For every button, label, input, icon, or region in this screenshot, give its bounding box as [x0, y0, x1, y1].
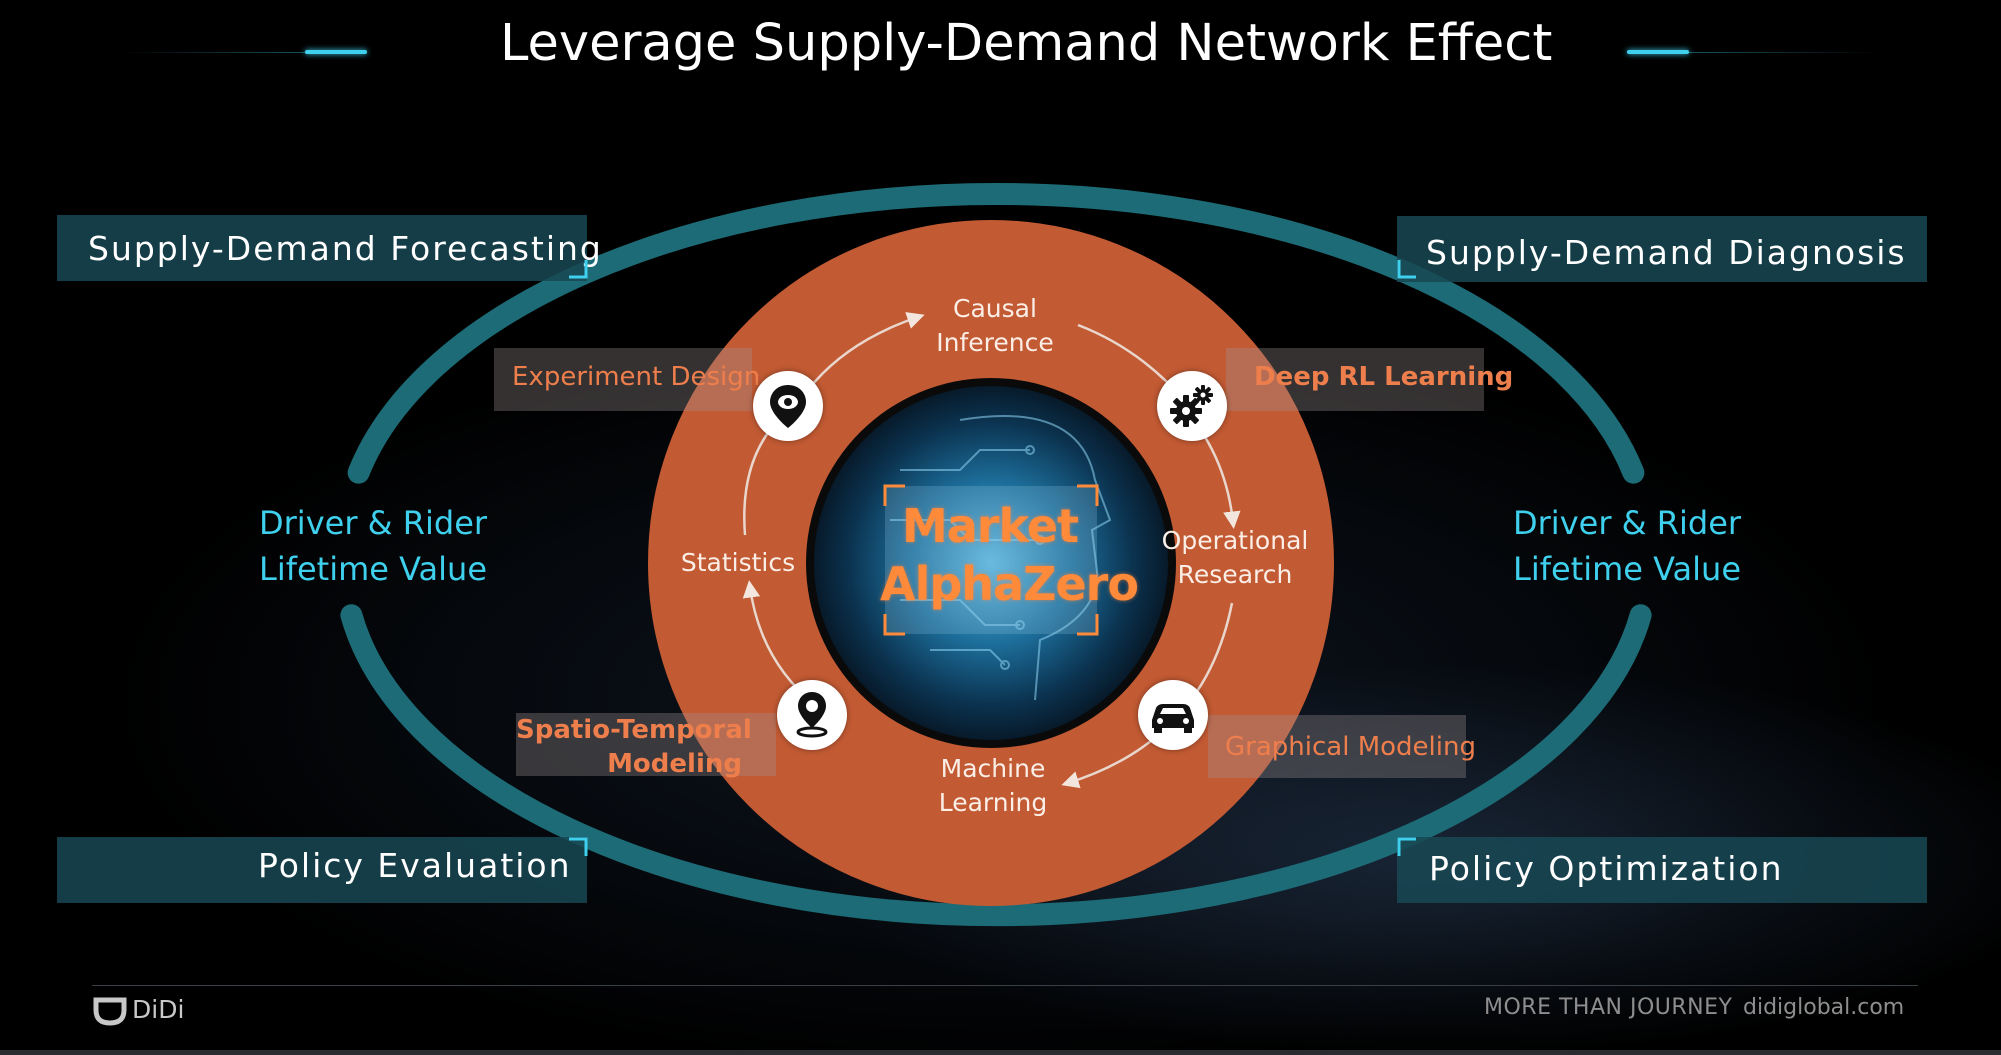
arrow-statistics-up: [743, 429, 772, 536]
ltv-line: Lifetime Value: [259, 550, 488, 588]
corner-label: Policy Optimization: [1429, 849, 1784, 888]
corner-bracket-icon: [569, 837, 588, 856]
core-label-line: AlphaZero: [880, 557, 1139, 611]
slide-title: Leverage Supply-Demand Network Effect: [500, 14, 1553, 73]
corner-policy-optimization: Policy Optimization: [1397, 837, 1927, 903]
spatio-temporal-badge: [777, 680, 847, 750]
graphical-modeling-badge: [1138, 680, 1208, 750]
title-deco-line-left: [120, 52, 360, 53]
corner-label: Supply-Demand Diagnosis: [1426, 233, 1907, 272]
tag-label: Experiment Design: [512, 362, 761, 392]
node-line: Learning: [938, 788, 1048, 817]
node-machine-learning: Machine Learning: [913, 752, 1073, 820]
core-circle: [814, 386, 1168, 740]
tag-label: Graphical Modeling: [1225, 732, 1476, 762]
corner-label: Supply-Demand Forecasting: [88, 229, 603, 268]
footer-divider: [92, 985, 1918, 986]
node-line: Operational: [1161, 526, 1309, 555]
ltv-line: Lifetime Value: [1513, 550, 1742, 588]
circuit-head-graphic: [890, 415, 1112, 701]
ltv-line: Driver & Rider: [1513, 504, 1742, 542]
arrow-causal-right: [1077, 323, 1171, 386]
tag-label: Modeling: [607, 749, 742, 779]
tag-graphical-modeling: Graphical Modeling: [1208, 715, 1476, 778]
outer-ellipse: [340, 182, 1652, 927]
map-pin-eye-icon: [770, 385, 806, 428]
car-icon: [1152, 704, 1194, 733]
logo-text: DiDi: [132, 995, 185, 1024]
node-operational-research: Operational Research: [1155, 524, 1315, 592]
corner-supply-demand-forecasting: Supply-Demand Forecasting: [57, 215, 601, 281]
core-label-panel: [885, 486, 1097, 634]
footer-slogan: MORE THAN JOURNEY: [1484, 995, 1733, 1020]
corner-bracket-icon: [1397, 837, 1416, 856]
corner-label: Policy Evaluation: [258, 846, 572, 885]
tag-spatio-temporal-modeling: Spatio-Temporal Modeling: [516, 713, 776, 779]
bottom-strip: [0, 1050, 2001, 1055]
deep-rl-badge: [1157, 371, 1227, 441]
footer-site: didiglobal.com: [1743, 995, 1905, 1020]
outer-ellipse-top-arc: [347, 182, 1645, 484]
lifetime-value-left: Driver & Rider Lifetime Value: [259, 500, 487, 592]
title-deco-bar-left: [305, 50, 367, 54]
node-line: Machine: [940, 754, 1046, 783]
node-line: Research: [1177, 560, 1293, 589]
outer-ellipse-bottom-arc: [340, 604, 1652, 927]
corner-supply-demand-diagnosis: Supply-Demand Diagnosis: [1397, 216, 1927, 282]
corner-bracket-icon: [569, 260, 588, 279]
node-line: Statistics: [680, 548, 796, 577]
core-label: Market AlphaZero: [880, 497, 1139, 613]
core-label-brackets: [883, 484, 1099, 636]
location-pin-icon: [796, 692, 828, 738]
method-ring: [648, 220, 1334, 906]
gears-icon: [1170, 385, 1213, 427]
didi-logo-icon: [93, 997, 127, 1026]
node-line: Causal: [953, 294, 1037, 323]
lifetime-value-right: Driver & Rider Lifetime Value: [1513, 500, 1741, 592]
corner-bracket-icon: [1397, 260, 1416, 279]
tag-experiment-design: Experiment Design: [494, 348, 760, 411]
core-label-line: Market: [901, 499, 1079, 553]
node-line: Inference: [936, 328, 1054, 357]
tag-label: Deep RL Learning: [1254, 362, 1514, 392]
node-statistics: Statistics: [668, 546, 808, 580]
tag-deep-rl-learning: Deep RL Learning: [1226, 348, 1513, 411]
ltv-line: Driver & Rider: [259, 504, 488, 542]
experiment-design-badge: [753, 371, 823, 441]
node-causal-inference: Causal Inference: [915, 292, 1075, 360]
title-deco-line-right: [1640, 52, 1880, 53]
corner-policy-evaluation: Policy Evaluation: [57, 837, 587, 903]
tag-label: Spatio-Temporal: [516, 715, 752, 745]
arrow-to-causal: [811, 312, 925, 386]
